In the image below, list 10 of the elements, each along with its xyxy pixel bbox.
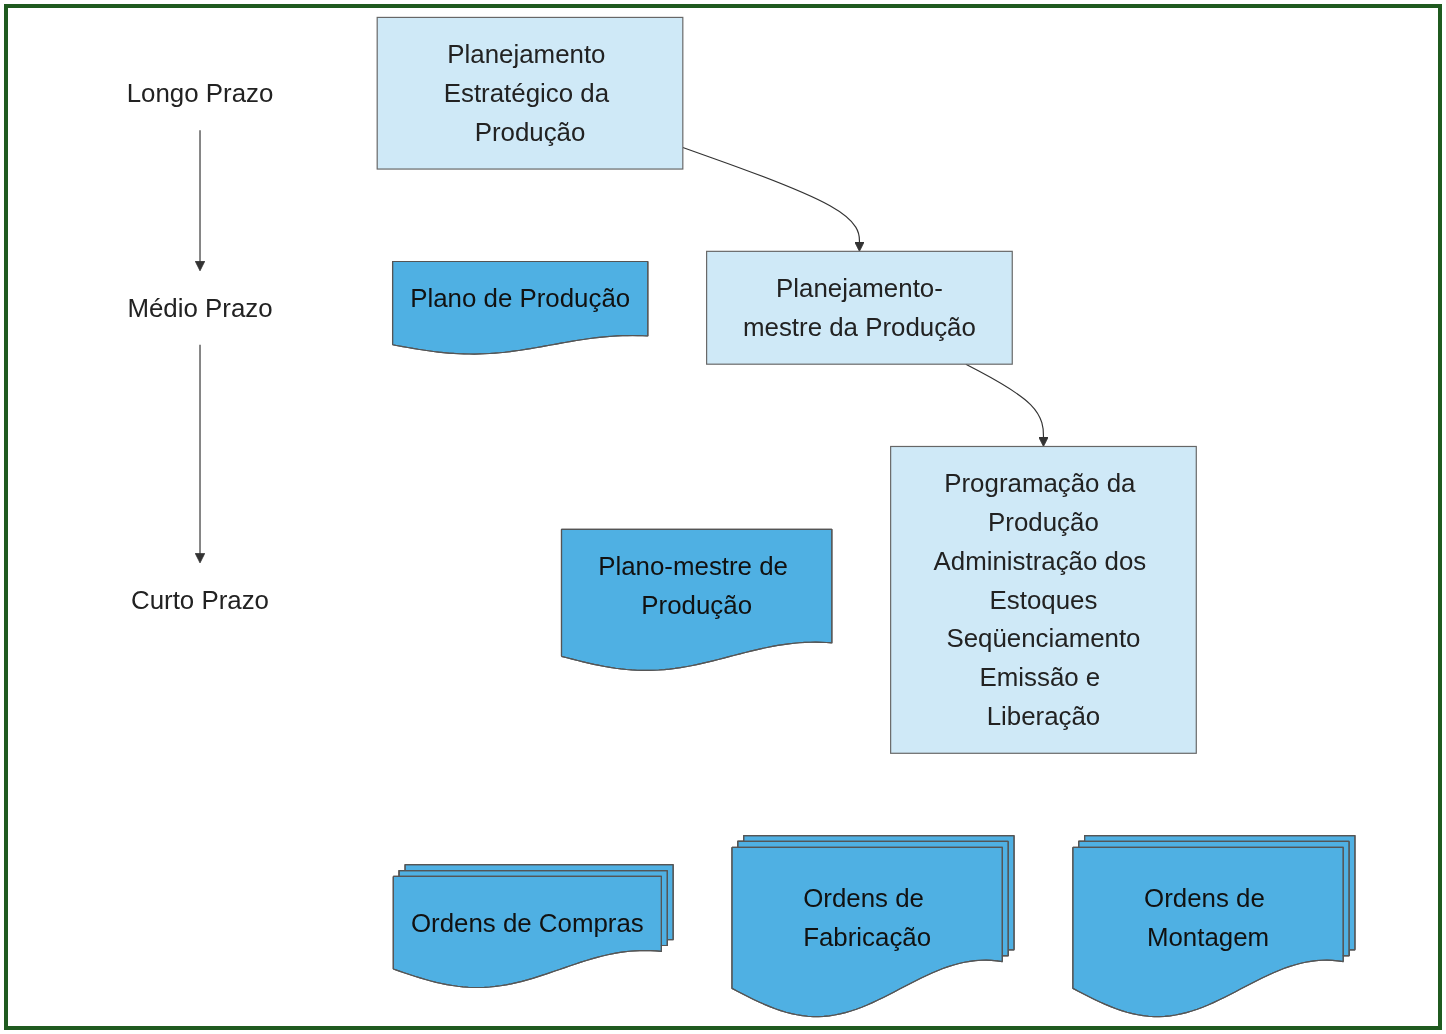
arrow [965,363,1049,447]
arrow [194,129,205,272]
node-box: Programação da Produção Administração dos Estoques Seqüenciamento Emissão e Liberação [889,445,1197,754]
node-text: Longo Prazo [126,78,274,108]
node-text: Médio Prazo [127,293,273,323]
arrow [682,146,865,252]
node-box: Planejamento Estratégico da Produção [376,16,684,170]
node-box: Planejamento-mestre da Produção [705,250,1013,365]
node-text: Curto Prazo [130,585,269,615]
arrow [194,344,205,564]
